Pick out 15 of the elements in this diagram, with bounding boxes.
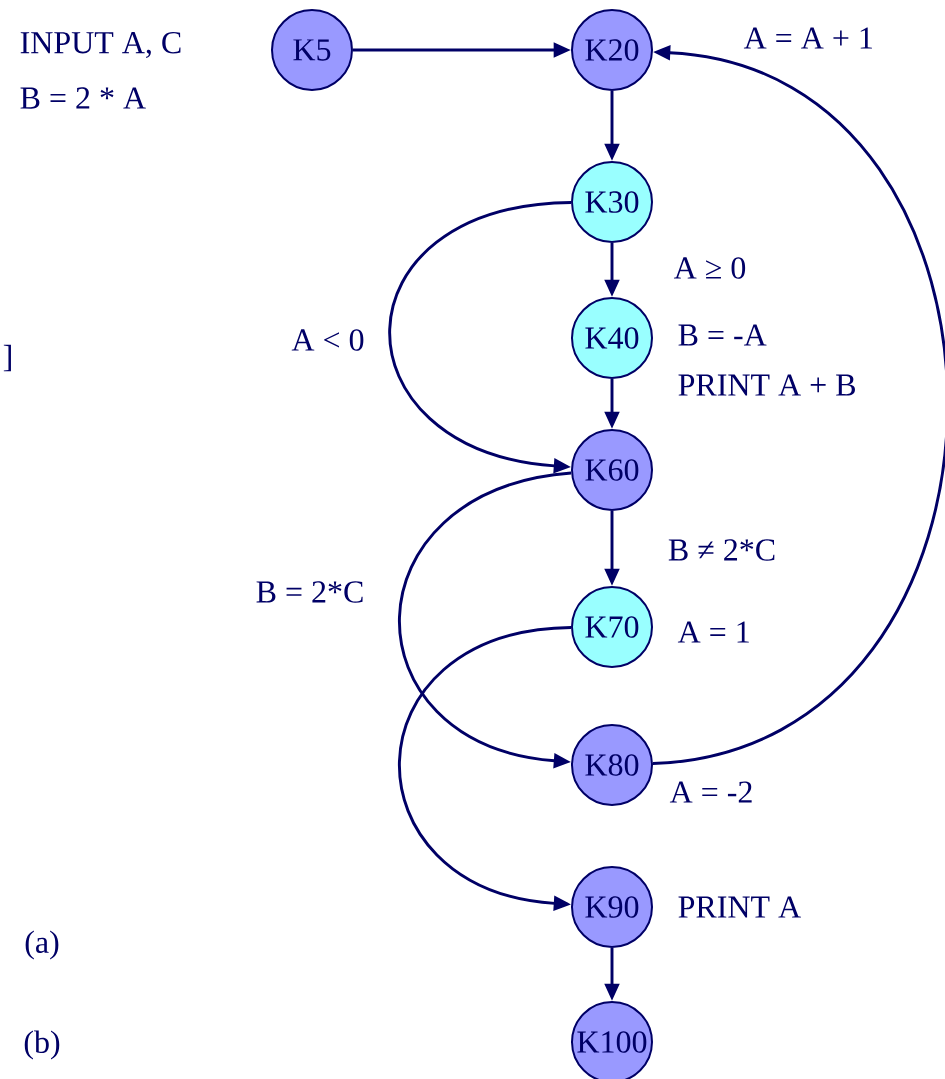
- statement-text: INPUT A, C: [20, 31, 181, 59]
- figure-label: (a): [25, 930, 59, 960]
- statement-text: PRINT A + B: [678, 374, 855, 396]
- edge-label: A < 0: [290, 327, 366, 353]
- statement-text: B = -A: [678, 324, 767, 346]
- statement-text: A = A + 1: [743, 27, 872, 49]
- statement-text: A = 1: [677, 621, 749, 643]
- edge-label: A ≥ 0: [672, 255, 748, 281]
- statement-text: PRINT A: [678, 896, 801, 918]
- statement-text: B = 2 * A: [20, 87, 146, 109]
- edge-label: B = 2*C: [254, 579, 366, 605]
- statement-text: A = -2: [669, 781, 752, 803]
- bracket-text: ]: [3, 344, 11, 372]
- edge-label: B ≠ 2*C: [666, 537, 778, 563]
- figure-label: (b): [24, 1030, 60, 1060]
